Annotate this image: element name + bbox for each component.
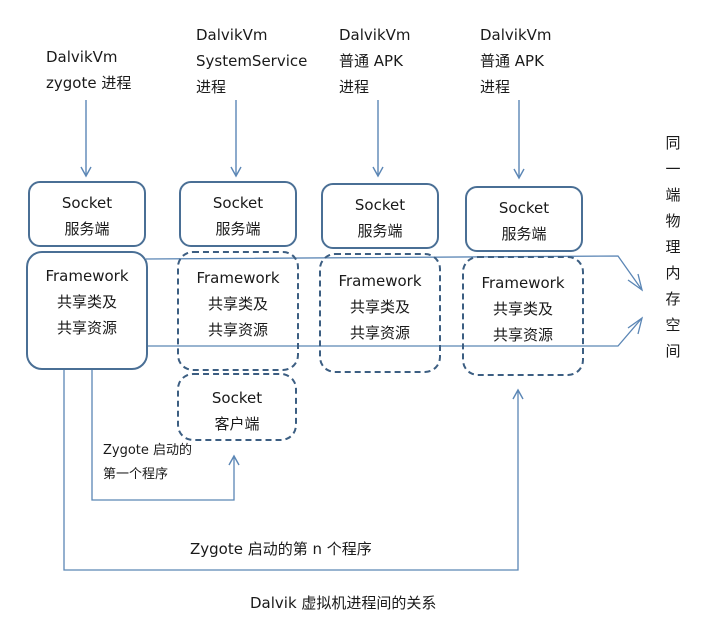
socket-server-apk1: Socket 服务端 (321, 183, 439, 249)
socket-server-apk2: Socket 服务端 (465, 186, 583, 252)
process-label-apk1: DalvikVm 普通 APK 进程 (339, 26, 411, 96)
zygote-first-label: Zygote 启动的 第一个程序 (103, 443, 193, 482)
process-label-zygote: DalvikVm zygote 进程 (46, 48, 132, 92)
framework-systemservice: Framework 共享类及 共享资源 (177, 251, 299, 371)
shared-memory-label: 同 一 端 物 理 内 存 空 间 (665, 134, 681, 360)
process-label-systemservice: DalvikVm SystemService 进程 (196, 26, 308, 96)
process-label-apk2: DalvikVm 普通 APK 进程 (480, 26, 552, 96)
arrowhead-bottom (627, 316, 644, 335)
path-zygote-first (91, 370, 240, 501)
zygote-nth-label: Zygote 启动的第 n 个程序 (190, 540, 372, 558)
diagram-caption: Dalvik 虚拟机进程间的关系 (250, 594, 437, 612)
framework-apk1: Framework 共享类及 共享资源 (319, 253, 441, 373)
shared-band-top (145, 255, 643, 291)
socket-server-systemservice: Socket 服务端 (179, 181, 297, 247)
socket-server-zygote: Socket 服务端 (28, 181, 146, 247)
shared-band-bottom (146, 317, 643, 347)
framework-zygote: Framework 共享类及 共享资源 (26, 251, 148, 370)
path-zygote-nth (63, 370, 524, 571)
socket-client-systemservice: Socket 客户端 (177, 373, 297, 441)
framework-apk2: Framework 共享类及 共享资源 (462, 256, 584, 376)
arrowhead-top (627, 273, 644, 292)
